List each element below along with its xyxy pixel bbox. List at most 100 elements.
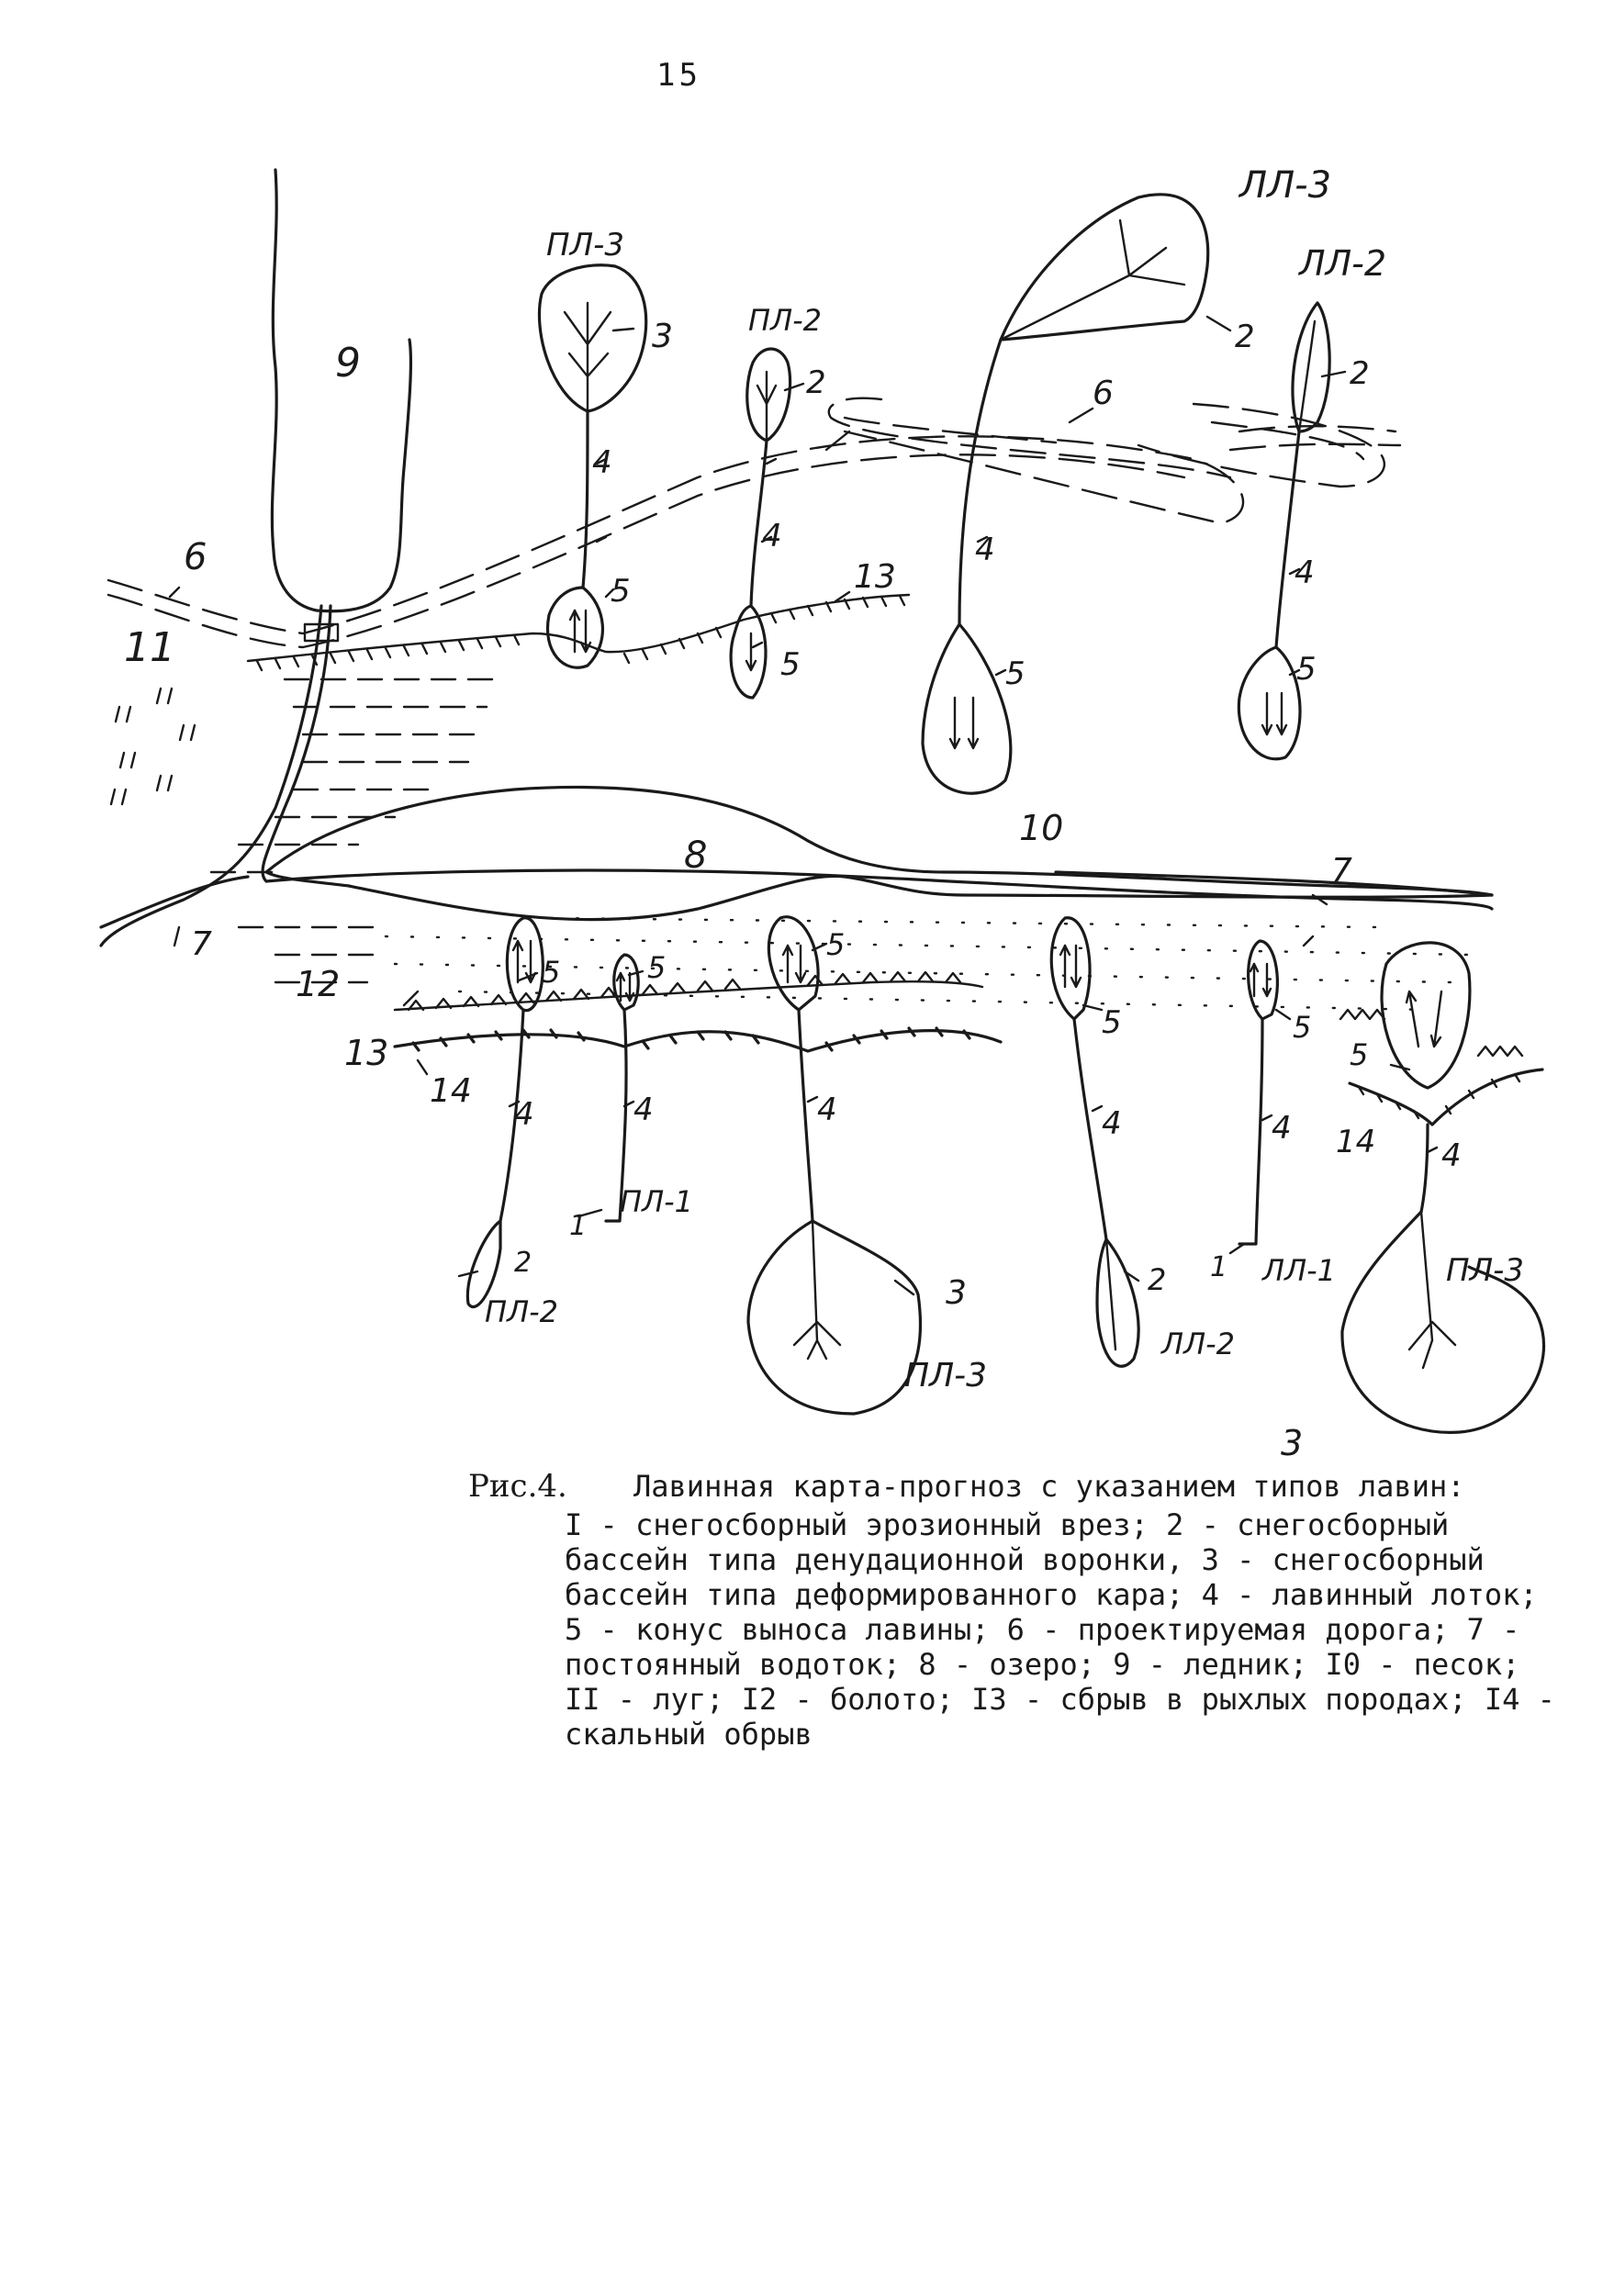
figure-caption: Рис.4. Лавинная карта-прогноз с указание…	[468, 1469, 1570, 1752]
label-lower-rock-cliff: 14	[430, 1072, 472, 1110]
figure-legend: I - снегосборный эрозионный врез; 2 - сн…	[565, 1507, 1570, 1752]
label-upper-ll2-2: 2	[1350, 355, 1370, 392]
legend-item: 7 - постоянный водоток;	[565, 1612, 1520, 1682]
label-stream-right: 7	[1331, 852, 1352, 890]
label-upper-ll3-4: 4	[975, 532, 995, 568]
upper-ll2-chute	[1274, 430, 1301, 649]
upper-pl3-basin	[537, 263, 648, 413]
right-rock-cliff	[1348, 1068, 1544, 1126]
glacier	[270, 168, 413, 613]
label-upper-pl2-4: 4	[762, 518, 782, 554]
upper-ll2-basin	[1291, 301, 1331, 433]
upper-cliff-ticks	[255, 594, 906, 672]
legend-item: 8 - озеро;	[918, 1647, 1114, 1682]
lower-pl1-cone	[612, 953, 640, 1012]
label-swamp: 12	[296, 964, 340, 1004]
lower-pl2-chute	[499, 1008, 525, 1223]
upper-ll2-arrows	[1261, 691, 1288, 736]
lower-ll2-basin	[1095, 1238, 1140, 1368]
upper-cliff	[246, 593, 911, 663]
meadow-marks	[109, 687, 196, 806]
figure-title: Лавинная карта-прогноз с указанием типов…	[633, 1469, 1465, 1504]
label-upper-pl3-3: 3	[652, 318, 673, 355]
upper-ll3-basin	[999, 193, 1210, 342]
label-upper-pl3-5: 5	[611, 573, 631, 610]
bridge	[303, 622, 340, 643]
upper-ll3-branches	[999, 218, 1186, 342]
label-lower-pl1: ПЛ-1	[620, 1184, 693, 1219]
label-lower-1-b: 1	[1210, 1251, 1227, 1283]
label-lower-2-b: 2	[1148, 1262, 1166, 1297]
label-upper-ll2-4: 4	[1295, 554, 1315, 591]
label-lower-ll1: ЛЛ-1	[1261, 1253, 1336, 1288]
lower-pl3-cone	[767, 915, 820, 1012]
road-line-b	[106, 454, 1186, 649]
label-lower-4-d: 4	[1102, 1105, 1122, 1142]
sand-dots	[384, 916, 1471, 1012]
stream-bank	[261, 604, 1494, 911]
legend-item: 2 - снегосборный бассейн типа денудацион…	[565, 1507, 1450, 1577]
label-stream-left: 7	[191, 925, 212, 963]
legend-item: I4 - скальный обрыв	[565, 1682, 1555, 1752]
label-lower-5-f: 5	[1350, 1037, 1368, 1072]
lower-ll2-cone	[1049, 916, 1092, 1021]
road-hairpin-right	[1137, 402, 1385, 488]
road-upper-right	[1228, 425, 1402, 452]
right-pl3-arrows	[1405, 990, 1443, 1048]
upper-pl3-branches	[563, 301, 612, 413]
label-lower-5-b: 5	[647, 950, 666, 985]
label-lower-5-c: 5	[826, 927, 845, 962]
legend-item: I3 - сбрыв в рыхлых породах;	[971, 1682, 1485, 1717]
upper-pl2-branches	[756, 370, 778, 442]
lower-ll1-cone	[1247, 939, 1279, 1021]
lower-ll1-chute	[1238, 1017, 1264, 1246]
lower-pl1-arrows	[615, 971, 635, 1002]
lower-ll1-arrows	[1249, 962, 1272, 998]
label-lower-2-a: 2	[514, 1247, 532, 1279]
label-upper-pl2: ПЛ-2	[748, 303, 822, 338]
legend-item: II - луг;	[565, 1682, 742, 1717]
lower-pl3-basin	[746, 1219, 923, 1416]
lower-loose-cliff-ticks	[407, 970, 962, 1012]
road-hairpin-top	[827, 397, 1232, 479]
page-number: 15	[656, 57, 701, 94]
upper-pl3-chute	[581, 409, 589, 589]
label-lower-5-d: 5	[1102, 1004, 1122, 1041]
legend-item: 3 - снегосборный бассейн типа деформиров…	[565, 1542, 1485, 1612]
legend-item: 4 - лавинный лоток;	[1201, 1577, 1538, 1612]
label-lower-4-f: 4	[1441, 1137, 1462, 1174]
legend-item: 5 - конус выноса лавины;	[565, 1612, 1007, 1647]
label-upper-ll2: ЛЛ-2	[1297, 243, 1386, 284]
legend-item: 9 - ледник;	[1113, 1647, 1326, 1682]
label-lower-4-c: 4	[817, 1092, 837, 1128]
stream	[99, 604, 323, 947]
label-right-rock-cliff: 14	[1336, 1124, 1375, 1160]
label-lower-ll2: ЛЛ-2	[1160, 1327, 1235, 1361]
label-upper-pl2-5: 5	[780, 646, 801, 683]
upper-ll2-cone	[1237, 645, 1302, 761]
label-upper-ll3: ЛЛ-3	[1238, 164, 1331, 207]
label-road-right: 6	[1093, 375, 1114, 412]
label-upper-pl3: ПЛ-3	[546, 227, 624, 263]
upper-pl2-cone	[729, 604, 768, 700]
label-lower-3-b: 3	[1281, 1423, 1303, 1463]
label-glacier: 9	[335, 340, 361, 386]
label-meadow: 11	[124, 624, 175, 671]
label-upper-ll3-5: 5	[1005, 655, 1026, 692]
lower-pl2-cone	[505, 916, 544, 1013]
lower-pl2-arrows	[511, 939, 537, 984]
lake	[264, 785, 1494, 922]
label-upper-ll3-2: 2	[1235, 319, 1255, 355]
upper-pl2-basin	[745, 347, 792, 442]
label-upper-pl3-4: 4	[592, 444, 612, 481]
upper-ll3-arrows	[948, 696, 980, 750]
label-lower-4-b: 4	[633, 1092, 654, 1128]
right-pl3-chute	[1419, 1123, 1429, 1214]
legend-item: I2 - болото;	[741, 1682, 972, 1717]
label-lower-1-a: 1	[569, 1210, 587, 1242]
label-lower-3-a: 3	[946, 1274, 967, 1312]
right-pl3-branches	[1407, 1210, 1457, 1370]
upper-ll3-chute	[958, 338, 1003, 626]
label-lower-5-e: 5	[1293, 1010, 1311, 1045]
lower-rock-cliff-ticks	[411, 1026, 971, 1052]
